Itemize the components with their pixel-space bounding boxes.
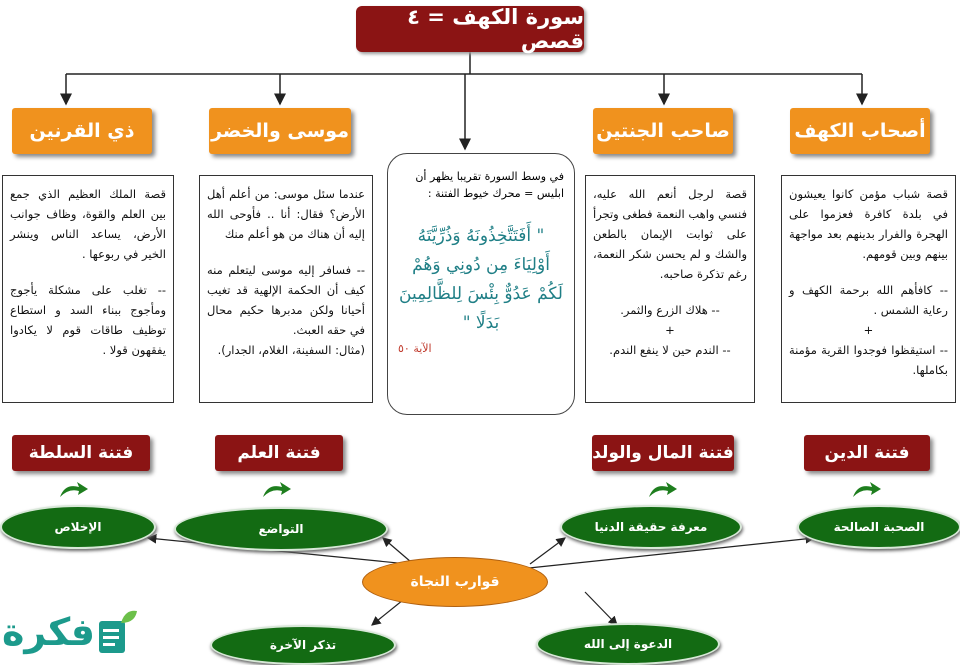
story-text: قصة لرجل أنعم الله عليه، فنسي واهب النعم…: [593, 187, 747, 281]
trial-sulta: فتنة السلطة: [12, 435, 150, 471]
outcome-dawa: الدعوة إلى الله: [536, 623, 720, 665]
story-box-jannatayn: قصة لرجل أنعم الله عليه، فنسي واهب النعم…: [585, 175, 755, 403]
curved-arrow-icon: [60, 482, 88, 497]
story-text: -- فسافر إليه موسى ليتعلم منه كيف أن الح…: [207, 263, 365, 337]
plus-sign: +: [665, 323, 675, 337]
verse-reference: الآية ٥٠: [398, 342, 432, 355]
header-sahib-aljannatayn: صاحب الجنتين: [593, 108, 733, 154]
curved-arrow-icon: [263, 482, 291, 497]
quran-verse: " أَفَتَتَّخِذُونَهُ وَذُرِّيَّتَهُ أَوْ…: [399, 226, 563, 333]
outcome-tawadu: التواضع: [174, 507, 388, 551]
story-text: -- تغلب على مشكلة يأجوج ومأجوج ببناء الس…: [10, 283, 166, 357]
story-box-dhulqarnayn: قصة الملك العظيم الذي جمع بين العلم والق…: [2, 175, 174, 403]
plus-sign: +: [863, 323, 874, 337]
outcome-akhira: تذكر الآخرة: [210, 625, 396, 665]
story-text: -- كافأهم الله برحمة الكهف و رعاية الشمس…: [789, 283, 948, 317]
center-intro: في وسط السورة تقريبا يظهر أن ابليس = محر…: [415, 170, 564, 200]
story-text: -- الندم حين لا ينفع الندم.: [609, 343, 731, 357]
header-dhul-qarnayn: ذي القرنين: [12, 108, 152, 154]
story-box-kahf: قصة شباب مؤمن كانوا يعيشون في بلدة كافرة…: [781, 175, 956, 403]
outcome-dunya: معرفة حقيقة الدنيا: [560, 505, 742, 549]
trial-ilm: فتنة العلم: [215, 435, 343, 471]
story-text: -- هلاك الزرع والثمر.: [620, 303, 720, 317]
trial-mal: فتنة المال والولد: [592, 435, 734, 471]
outcome-suhba: الصحبة الصالحة: [797, 505, 960, 549]
logo-text: فكرة: [2, 610, 96, 654]
story-text: (مثال: السفينة، الغلام، الجدار).: [217, 343, 365, 357]
trial-din: فتنة الدين: [804, 435, 930, 471]
main-title: سورة الكهف = ٤ قصص: [356, 5, 584, 53]
story-box-musa: عندما سئل موسى: من أعلم أهل الأرض؟ فقال:…: [199, 175, 373, 403]
header-musa-alkhidr: موسى والخضر: [209, 108, 351, 154]
logo: فكرة: [2, 606, 162, 658]
hub-qawarib-annajat: قوارب النجاة: [362, 557, 548, 607]
outcome-ikhlas: الإخلاص: [0, 505, 156, 549]
book-leaf-icon: [99, 610, 138, 653]
curved-arrow-icon: [853, 482, 881, 497]
curved-arrow-icon: [649, 482, 677, 497]
story-text: عندما سئل موسى: من أعلم أهل الأرض؟ فقال:…: [207, 187, 365, 241]
header-ashab-alkahf: أصحاب الكهف: [790, 108, 930, 154]
story-text: قصة الملك العظيم الذي جمع بين العلم والق…: [10, 187, 166, 261]
story-text: -- استيقظوا فوجدوا القرية مؤمنة بكاملها.: [789, 343, 948, 377]
center-verse-box: في وسط السورة تقريبا يظهر أن ابليس = محر…: [387, 153, 575, 415]
story-text: قصة شباب مؤمن كانوا يعيشون في بلدة كافرة…: [789, 187, 948, 261]
